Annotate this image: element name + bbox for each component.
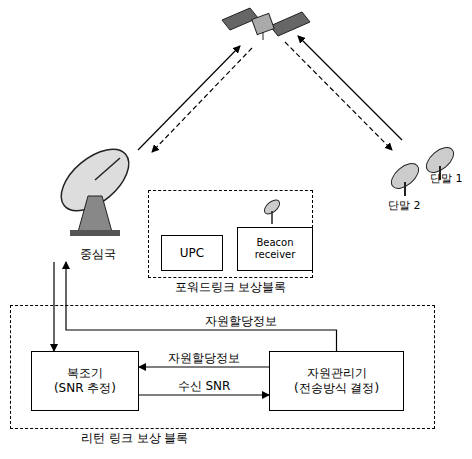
process-box: 복조기(SNR 추정) — [31, 351, 139, 411]
connector — [139, 394, 269, 395]
node-subtitle: (전송방식 결정) — [294, 381, 379, 396]
satellite — [222, 8, 310, 40]
downlink-arrow — [285, 42, 392, 150]
terminal-label: 단말 1 — [430, 171, 463, 186]
node-title: Beacon receiver — [238, 237, 312, 262]
uplink-arrow — [298, 36, 402, 140]
node-title: 복조기 — [67, 366, 103, 381]
node-title: 자원관리기 — [307, 366, 367, 381]
edge-label: 수신 SNR — [176, 379, 233, 393]
terminal-dish — [387, 143, 458, 196]
connector — [139, 366, 269, 367]
hub-dish — [50, 137, 140, 236]
node-title: 중심국 — [80, 247, 116, 262]
connector — [66, 262, 337, 351]
beacon-antenna — [262, 197, 282, 224]
node-title: 리턴 링크 보상 블록 — [81, 431, 188, 446]
edge-label: 자원할당정보 — [166, 351, 242, 365]
process-box: 자원관리기(전송방식 결정) — [269, 351, 404, 411]
hub-station: 중심국 — [45, 140, 150, 262]
process-box: UPC — [161, 235, 223, 271]
process-box: Beacon receiver — [237, 227, 313, 271]
uplink-arrow — [138, 46, 240, 150]
terminal-label: 단말 2 — [388, 198, 421, 213]
forward-block: 포워드링크 보상블록UPCBeacon receiver — [148, 190, 313, 278]
edge-label: 자원할당정보 — [203, 314, 279, 328]
node-title: 포워드링크 보상블록 — [175, 280, 287, 295]
connector — [53, 262, 54, 351]
node-title: UPC — [180, 246, 204, 261]
downlink-arrow — [152, 48, 252, 152]
node-subtitle: (SNR 추정) — [54, 381, 116, 396]
